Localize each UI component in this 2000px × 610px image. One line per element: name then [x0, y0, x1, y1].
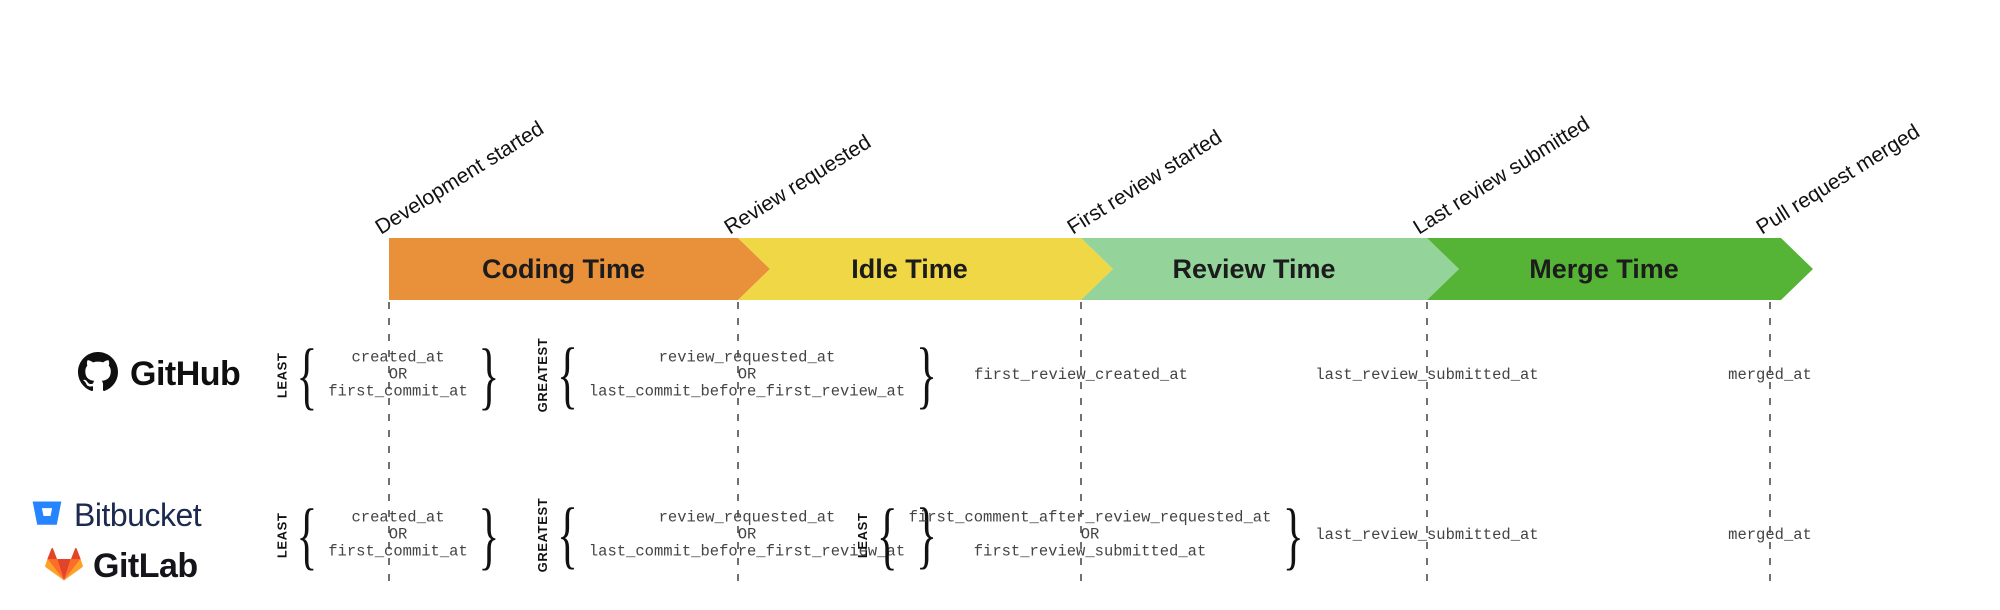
milestone-label: Development started [371, 116, 548, 240]
function-name: LEAST [274, 512, 290, 558]
gitlab-field-name: last_review_submitted_at [1315, 525, 1539, 544]
milestone-label: Review requested [720, 130, 876, 240]
platform-bitbucket: Bitbucket [30, 496, 202, 535]
or-operator: OR [1080, 525, 1100, 544]
gitlab-field-name: merged_at [1728, 525, 1812, 544]
field-name: review_requested_at [658, 348, 836, 367]
function-name: LEAST [274, 352, 290, 398]
github-field-name: last_review_submitted_at [1315, 365, 1539, 384]
segment-label-merge-time: Merge Time [1529, 253, 1679, 284]
function-name: GREATEST [535, 337, 551, 413]
bitbucket-logo [30, 496, 64, 535]
github-field-name: first_review_created_at [974, 365, 1188, 384]
segment-label-idle-time: Idle Time [851, 253, 968, 284]
function-name: GREATEST [535, 497, 551, 573]
bitbucket-label: Bitbucket [74, 497, 202, 533]
gitlab-function-group: LEAST{first_comment_after_review_request… [854, 493, 1304, 577]
or-operator: OR [388, 365, 408, 384]
github-logo [78, 352, 118, 397]
field-name: first_commit_at [328, 542, 468, 561]
field-name: first_commit_at [328, 382, 468, 401]
field-name: first_review_submitted_at [973, 542, 1207, 561]
gitlab-label: GitLab [93, 547, 198, 585]
github-field-name: merged_at [1728, 365, 1812, 384]
milestone-label: Last review submitted [1409, 112, 1594, 240]
field-name: created_at [351, 508, 445, 527]
platform-github: GitHub [78, 352, 241, 397]
field-name: last_commit_before_first_review_at [588, 382, 906, 401]
milestone-label: Pull request merged [1752, 120, 1924, 240]
or-operator: OR [737, 525, 757, 544]
segment-label-coding-time: Coding Time [481, 253, 645, 284]
or-operator: OR [388, 525, 408, 544]
platform-gitlab: GitLab [45, 545, 198, 588]
milestone-label: First review started [1063, 125, 1226, 240]
gitlab-logo [45, 545, 83, 588]
field-name: first_comment_after_review_requested_at [908, 508, 1272, 527]
or-operator: OR [737, 365, 757, 384]
field-name: review_requested_at [658, 508, 836, 527]
segment-label-review-time: Review Time [1172, 253, 1336, 284]
field-name: created_at [351, 348, 445, 367]
function-name: LEAST [854, 512, 870, 558]
field-name: last_commit_before_first_review_at [588, 542, 906, 561]
github-label: GitHub [130, 355, 241, 393]
